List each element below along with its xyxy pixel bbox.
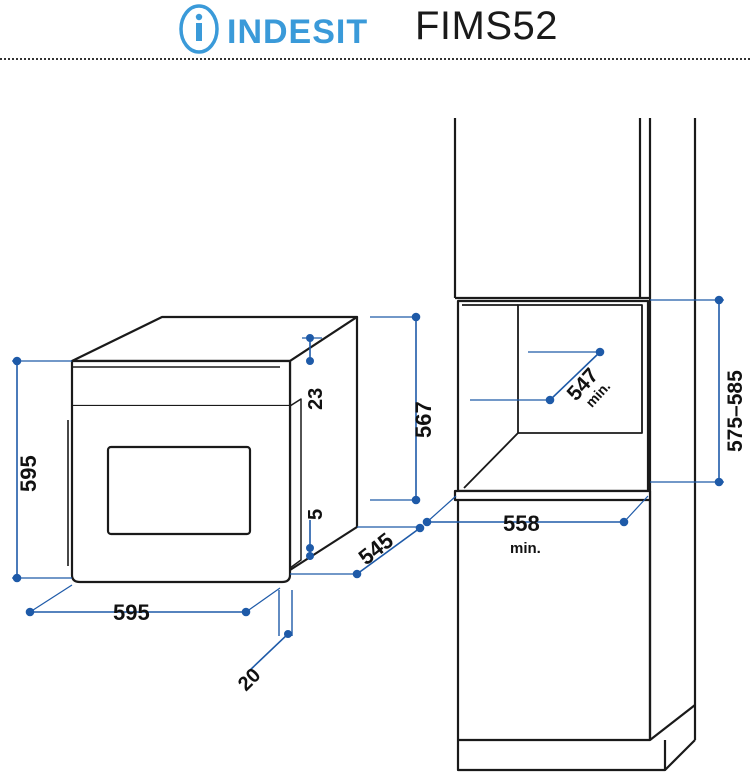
- model-name: FIMS52: [415, 4, 559, 48]
- brand-name: INDESIT: [227, 13, 368, 51]
- dim-cabinet-depth-group: 547 min.: [563, 364, 614, 410]
- dim-cabinet-width-note: min.: [510, 540, 541, 557]
- indesit-i-logo-icon: INDESIT: [179, 4, 368, 54]
- cabinet-dimension-lines: [422, 295, 724, 527]
- dim-oven-width: 595: [113, 600, 150, 625]
- dim-cabinet-height: 575–585: [724, 370, 747, 452]
- header: INDESIT FIMS52: [0, 0, 750, 62]
- oven-drawing: [67, 315, 359, 584]
- dim-oven-height: 595: [16, 455, 41, 492]
- dim-bottom-gap: 5: [305, 509, 327, 520]
- dim-front-panel: 20: [234, 664, 265, 695]
- dim-cabinet-width: 558: [503, 511, 540, 536]
- header-divider: [0, 58, 750, 60]
- oven-dimension-lines: [12, 312, 425, 673]
- dim-top-gap: 23: [305, 388, 327, 410]
- cabinet-drawing: [453, 118, 697, 772]
- dim-oven-body-height: 567: [411, 401, 436, 438]
- dim-oven-depth: 545: [354, 528, 398, 570]
